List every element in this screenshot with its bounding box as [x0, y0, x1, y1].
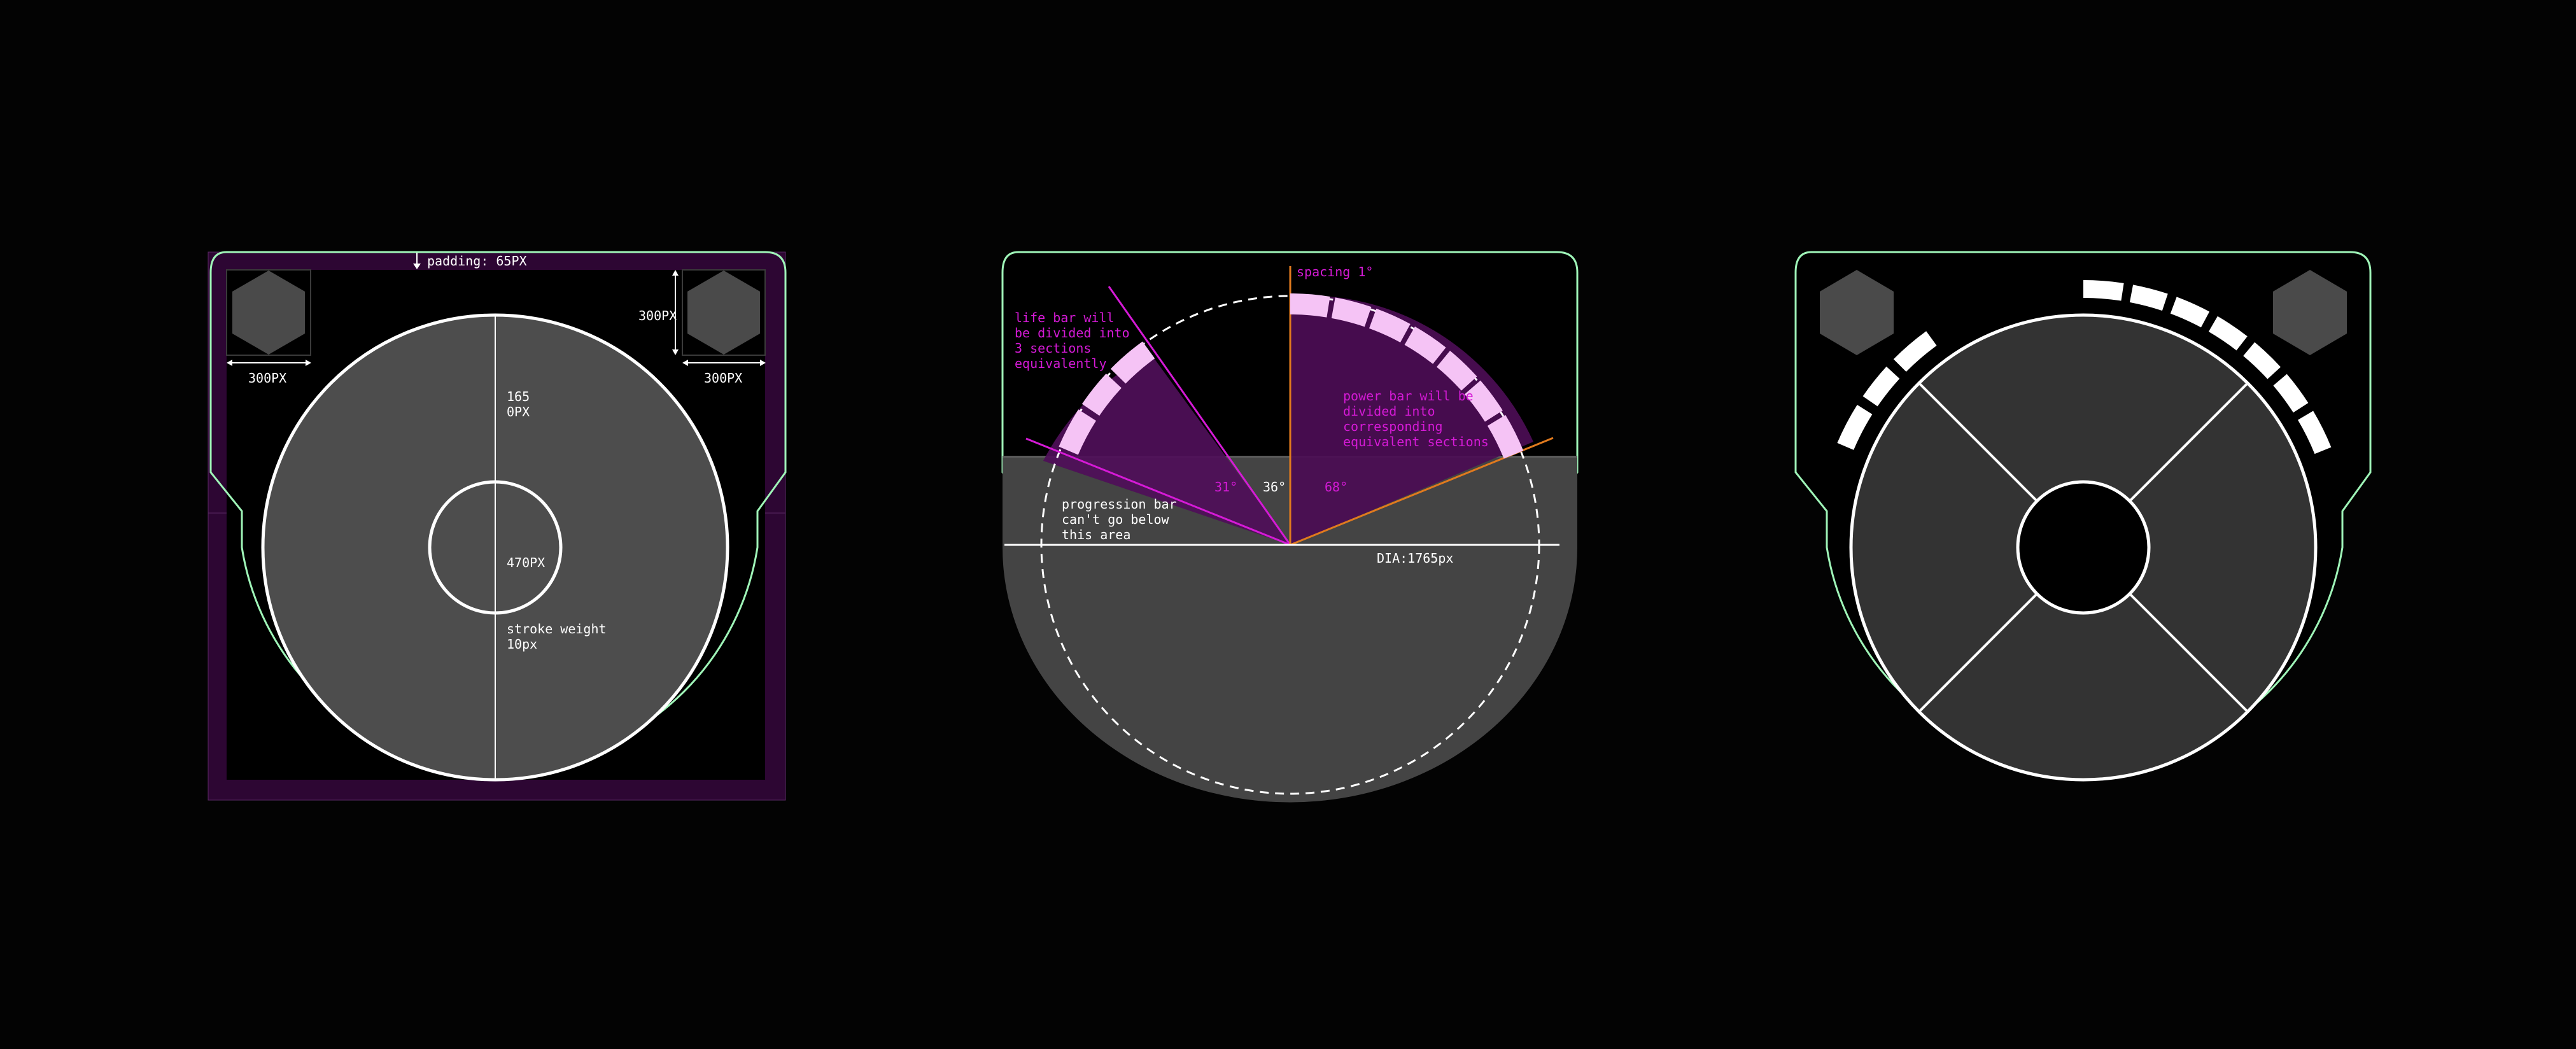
hex-box-right [682, 269, 766, 356]
hexagon-left-icon [232, 271, 305, 355]
spacing-label: spacing 1° [1297, 264, 1373, 279]
life-bar-segments [1059, 341, 1155, 455]
hexagon-left-icon [1820, 270, 1894, 355]
quadrant-dividers [1918, 382, 2249, 713]
power-bar-segment [1404, 327, 1446, 364]
power-bar-segment [1290, 293, 1330, 318]
padding-arrow [413, 253, 421, 269]
power-bar-segment [2243, 342, 2281, 379]
power-sector-overlay [1290, 295, 1533, 545]
power-bar-segment [2298, 411, 2332, 454]
inner-circle [428, 480, 563, 615]
life-bar-segments [1837, 331, 1937, 450]
hex-width-label-right: 300PX [704, 370, 742, 386]
angle-life-label: 31° [1214, 479, 1237, 495]
power-bar-segment [1369, 308, 1411, 342]
power-bar-segment [2129, 285, 2168, 311]
power-bar-segment [1437, 351, 1477, 391]
center-button[interactable] [2016, 480, 2151, 615]
power-bar-segment [2273, 374, 2309, 413]
inner-diameter-label: 470PX [507, 555, 545, 570]
life-bar-segment [1110, 341, 1155, 384]
hexagon-right-icon [687, 271, 760, 355]
power-bar-segment [2083, 280, 2124, 301]
hex-width-label-left: 300PX [248, 370, 286, 386]
padding-label: padding: 65PX [427, 253, 527, 269]
progression-floor [1003, 456, 1577, 803]
hex-height-label: 300PX [638, 308, 677, 323]
power-sector [1290, 295, 1533, 545]
life-bar-segment [1862, 366, 1900, 407]
hex-width-arrow-right [682, 360, 766, 366]
power-bar-segments [2083, 280, 2332, 454]
life-bar-segment [1893, 331, 1937, 372]
power-bar-segment [2208, 316, 2248, 351]
hexagon-right-icon [2273, 270, 2347, 355]
life-bar-segment [1837, 404, 1873, 450]
power-bar-segment [1487, 414, 1524, 459]
angle-gap-label: 36° [1263, 479, 1286, 495]
angle-power-label: 68° [1325, 479, 1348, 495]
power-bar-segment [2170, 297, 2210, 328]
power-bar-segment [1464, 380, 1503, 422]
power-bar-segment [1331, 297, 1372, 327]
hex-width-arrow-left [227, 360, 311, 366]
life-ray-upper [1108, 286, 1292, 546]
diameter-label: DIA:1765px [1377, 551, 1453, 566]
life-bar-segment [1059, 409, 1096, 455]
hex-height-arrow [672, 270, 679, 355]
life-bar-segment [1081, 374, 1122, 416]
hex-box-left [226, 269, 311, 356]
panel-final-hud [1794, 251, 2372, 782]
life-ray-lower [1025, 437, 1291, 546]
power-bar-segments [1290, 293, 1524, 459]
